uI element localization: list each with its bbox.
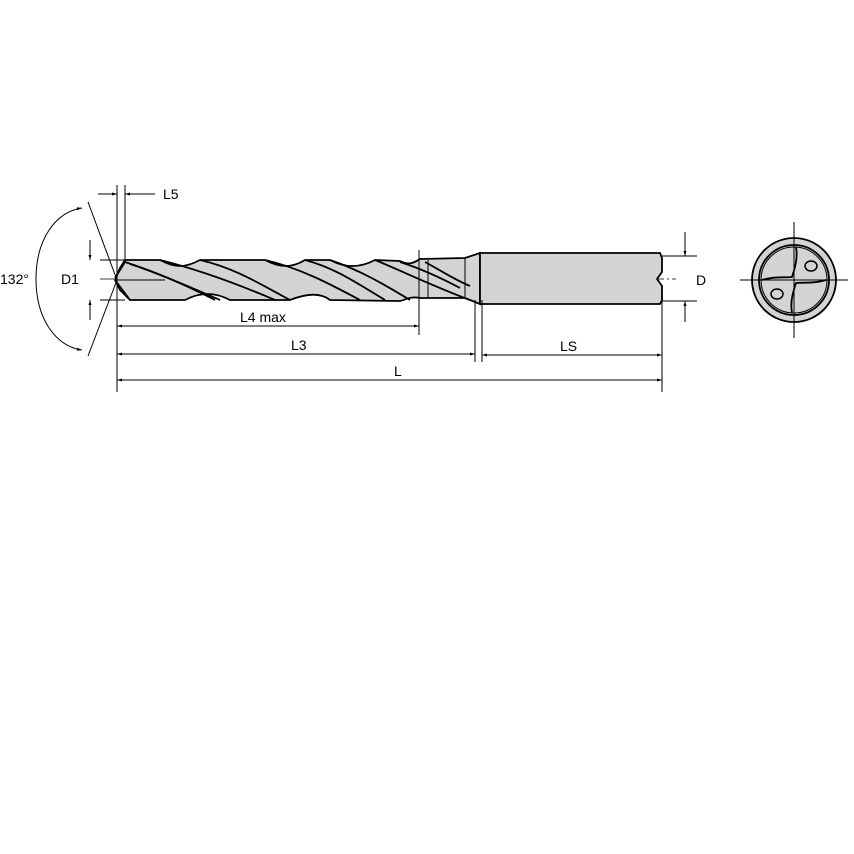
coolant-hole-icon: [770, 288, 784, 300]
label-l3: L3: [291, 337, 307, 353]
label-l4-max: L4 max: [240, 309, 286, 325]
end-view: [740, 222, 848, 338]
dim-l3: L3: [117, 337, 475, 356]
dim-d: D: [683, 232, 706, 322]
dim-d1: D1: [61, 240, 92, 320]
coolant-hole-icon: [804, 260, 818, 272]
extension-lines: [100, 185, 697, 392]
fluted-body: [114, 251, 481, 306]
label-d1: D1: [61, 271, 79, 287]
shank: [479, 252, 663, 305]
label-point-angle: 132°: [0, 271, 29, 287]
dim-l5: L5: [98, 186, 179, 202]
label-d: D: [696, 272, 706, 288]
dim-point-angle: 132°: [0, 201, 118, 357]
dim-ls: LS: [482, 338, 662, 357]
label-l: L: [394, 363, 402, 379]
label-l5: L5: [163, 186, 179, 202]
dim-l4: L4 max: [117, 309, 419, 328]
side-view: L5 D1 132° L4 max L3: [0, 185, 706, 392]
dim-l: L: [117, 363, 662, 382]
label-ls: LS: [560, 338, 577, 354]
